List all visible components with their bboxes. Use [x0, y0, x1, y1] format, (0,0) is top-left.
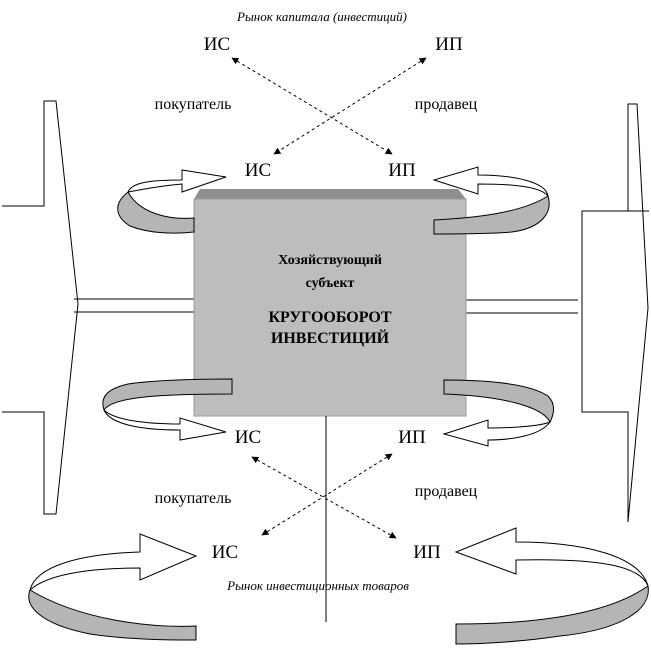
bottom-seller-label: продавец: [415, 483, 478, 500]
bottom-exchange-arrows: [251, 453, 397, 539]
bottom-market-title: Рынок инвестиционных товаров: [226, 578, 409, 593]
bottom-is-label: ИС: [212, 542, 238, 563]
top-exchange-arrows: [231, 57, 427, 155]
ribbon-arrow-top-right: [432, 166, 550, 235]
top-seller-label: продавец: [415, 96, 478, 113]
top-is-label: ИС: [204, 34, 230, 55]
ribbon-arrow-bottom-right: [442, 379, 554, 447]
upper-ip-label: ИП: [388, 160, 416, 181]
economic-entity-box: [193, 189, 467, 417]
top-market-title: Рынок капитала (инвестиций): [236, 9, 407, 24]
bottom-ip-label: ИП: [413, 542, 441, 563]
right-connector-lines: [466, 299, 578, 314]
circulation-line2: ИНВЕСТИЦИЙ: [271, 328, 390, 347]
upper-is-label: ИС: [245, 160, 271, 181]
lower-is-label: ИС: [235, 427, 261, 448]
subject-line2: субъект: [306, 276, 355, 291]
left-connector-lines: [74, 298, 194, 313]
ribbon-arrow-large-right: [454, 527, 649, 645]
ribbon-arrow-bottom-left: [102, 378, 233, 441]
subject-line1: Хозяйствующий: [278, 253, 382, 268]
left-side-arrow: [2, 100, 79, 515]
top-buyer-label: покупатель: [155, 96, 232, 113]
top-ip-label: ИП: [435, 34, 463, 55]
bottom-buyer-label: покупатель: [155, 490, 232, 507]
right-side-arrow: [581, 103, 649, 523]
ribbon-arrow-top-left: [117, 169, 227, 234]
circulation-line1: КРУГООБОРОТ: [268, 309, 391, 326]
lower-ip-label: ИП: [398, 427, 426, 448]
ribbon-arrow-large-left: [28, 533, 198, 641]
